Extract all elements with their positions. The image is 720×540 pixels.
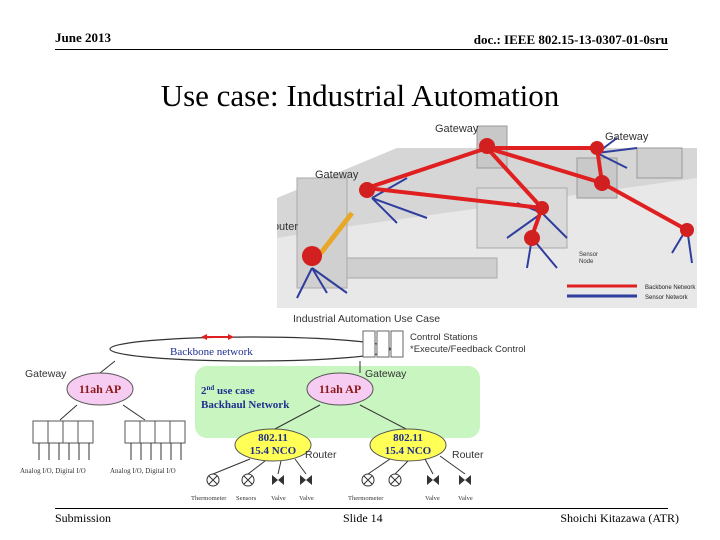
legend-sensor-label: Sensor Network	[645, 295, 689, 301]
device-label-valve-2: Valve	[299, 495, 314, 502]
router-1-line2: 15.4 NCO	[250, 445, 297, 457]
io-left-arrows	[38, 443, 90, 460]
backbone-network-links	[366, 146, 688, 237]
router-1	[234, 428, 312, 462]
label-gateway-right: Gateway	[605, 131, 649, 143]
ap-left	[66, 372, 134, 406]
label-sensor-node-1: Sensor	[579, 252, 598, 258]
io-label-left: Analog I/O, Digital I/O	[20, 467, 86, 475]
io-module-left	[32, 420, 94, 444]
header-divider	[55, 49, 668, 50]
valve-icon	[459, 475, 471, 485]
valve-icon	[300, 475, 312, 485]
usecase-line1: 2nd use case	[201, 384, 255, 397]
io-module-right	[124, 420, 186, 444]
device-label-valve-3: Valve	[425, 495, 440, 502]
device-label-valve-1: Valve	[271, 495, 286, 502]
label-gateway-top: Gateway	[435, 123, 479, 135]
thermometer-icon	[361, 473, 375, 487]
footer-slide-number: Slide 14	[343, 511, 383, 525]
thermometer-icon	[206, 473, 220, 487]
backbone-label: Backbone network	[170, 346, 253, 358]
control-feedback-label: *Execute/Feedback Control	[410, 344, 526, 355]
legend: Backbone Network Sensor Network	[567, 284, 696, 301]
io-label-right: Analog I/O, Digital I/O	[110, 467, 176, 475]
control-station-icon	[362, 330, 404, 358]
valve-icon	[427, 475, 439, 485]
ap-right	[306, 372, 374, 406]
sensor-icon	[241, 473, 255, 487]
footer-author: Shoichi Kitazawa (ATR)	[560, 511, 679, 525]
device-label-valve-4: Valve	[458, 495, 473, 502]
footer-divider	[55, 508, 668, 509]
router-1-label: Router	[305, 449, 337, 461]
router-2-label: Router	[452, 449, 484, 461]
backbone-ellipse	[109, 336, 391, 362]
label-sensor-node-2: Node	[579, 259, 594, 265]
footer-submission: Submission	[55, 511, 112, 525]
slide-title: Use case: Industrial Automation	[160, 78, 560, 113]
label-gateway-left: Gateway	[315, 169, 359, 181]
figure-caption: Industrial Automation Use Case	[293, 313, 440, 325]
device-label-thermometer-1: Thermometer	[191, 495, 227, 502]
router-2-line2: 15.4 NCO	[385, 445, 432, 457]
device-label-sensors: Sensors	[236, 495, 257, 502]
valve-icon	[272, 475, 284, 485]
router-2-line1: 802.11	[393, 432, 423, 444]
router-1-line1: 802.11	[258, 432, 288, 444]
gateway-left-label: Gateway	[25, 368, 67, 380]
device-label-thermometer-2: Thermometer	[348, 495, 384, 502]
gateway-right-label: Gateway	[365, 368, 407, 380]
router-device-links	[212, 455, 466, 475]
ap-left-label: 11ah AP	[79, 382, 121, 396]
gateway-nodes	[302, 138, 694, 266]
control-stations-label: Control Stations	[410, 332, 478, 343]
router-link	[315, 211, 354, 260]
header-date: June 2013	[55, 30, 111, 45]
label-router: Router	[277, 221, 298, 233]
usecase-line2: Backhaul Network	[201, 399, 290, 411]
io-right-arrows	[130, 443, 182, 460]
backhaul-network-diagram: Backbone network Control Stations *Execu…	[20, 330, 526, 502]
sensor-icon	[388, 473, 402, 487]
header-doc-id: doc.: IEEE 802.15-13-0307-01-0sru	[473, 32, 668, 47]
factory-network-figure: Gateway Gateway Gateway Router Sensor No…	[277, 123, 697, 325]
legend-backbone-label: Backbone Network	[645, 285, 696, 291]
ap-right-label: 11ah AP	[319, 382, 361, 396]
